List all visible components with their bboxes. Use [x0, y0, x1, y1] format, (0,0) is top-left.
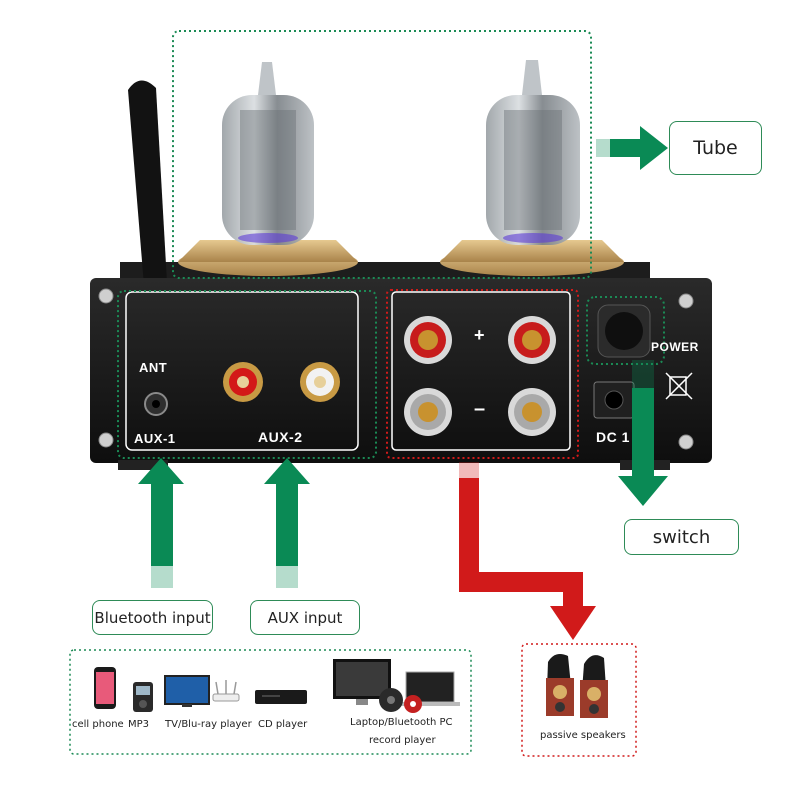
speaker-output-arrow	[459, 462, 596, 640]
binding-post-br	[508, 388, 556, 436]
minus-label: –	[474, 398, 486, 420]
foot-left	[118, 460, 168, 470]
switch-callout: switch	[624, 519, 739, 555]
source-label-record-player: record player	[369, 735, 436, 746]
binding-post-bl	[404, 388, 452, 436]
weee-icon	[665, 372, 693, 400]
power-highlight	[586, 296, 665, 365]
speaker-frame	[391, 291, 571, 451]
bluetooth-arrow	[138, 458, 184, 588]
computer-icon	[333, 659, 460, 706]
smartphone-icon	[94, 667, 116, 709]
ant-label: ANT	[139, 360, 168, 375]
aux-input-callout: AUX input	[250, 600, 360, 635]
switch-arrow	[618, 360, 668, 506]
tv-icon	[164, 675, 240, 707]
source-label-cd: CD player	[258, 719, 308, 730]
right-tube	[440, 60, 624, 276]
left-tube	[178, 62, 358, 276]
record-player-icon	[379, 688, 422, 713]
binding-post-tr	[508, 316, 556, 364]
speakers-icon	[546, 654, 608, 718]
sources-frame	[69, 649, 472, 755]
binding-post-tl	[404, 316, 452, 364]
rca-white	[300, 362, 340, 402]
source-label-mp3: MP3	[128, 719, 150, 730]
speaker-highlight	[386, 289, 579, 459]
tube-callout: Tube	[669, 121, 762, 175]
tube-arrow	[596, 126, 668, 170]
source-label-laptop: Laptop/Bluetooth PC	[350, 717, 453, 728]
aux-arrow	[264, 458, 310, 588]
mp3-player-icon	[133, 682, 153, 712]
plus-label: +	[474, 325, 486, 345]
power-label: POWER	[651, 340, 699, 354]
source-label-cell-phone: cell phone	[72, 719, 124, 730]
power-button-cap	[605, 312, 643, 350]
bluetooth-input-callout: Bluetooth input	[92, 600, 213, 635]
source-label-tv: TV/Blu-ray player	[165, 719, 252, 730]
input-frame	[125, 291, 359, 451]
rca-red	[223, 362, 263, 402]
aux2-label: AUX-2	[258, 429, 303, 445]
front-panel	[90, 278, 712, 463]
dc-label: DC 1	[596, 429, 630, 445]
output-frame	[521, 643, 637, 757]
aux1-label: AUX-1	[134, 431, 176, 446]
panel-screws	[98, 288, 694, 450]
cd-player-icon	[255, 690, 307, 704]
output-label-speakers: passive speakers	[540, 730, 626, 741]
